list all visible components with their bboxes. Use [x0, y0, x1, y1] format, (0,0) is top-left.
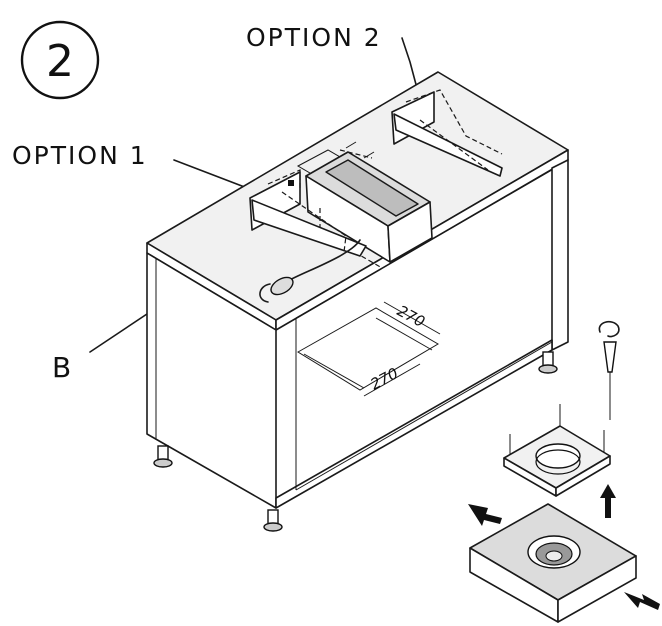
filter-plate — [503, 404, 611, 497]
cabinet-leg-back-right — [538, 351, 558, 374]
cutout-outline — [297, 307, 439, 391]
option-1-label: OPTION 1 — [12, 141, 148, 170]
fixing-screw — [598, 320, 620, 420]
cabinet-inner-top-line — [295, 169, 553, 319]
option-2-leader — [401, 37, 419, 93]
arrow-airflow-bottom-right — [624, 592, 660, 610]
option-1-bracket — [249, 169, 367, 257]
motor-box-side — [557, 555, 637, 623]
bracket-1-arm — [251, 199, 367, 257]
plug-body — [270, 276, 294, 296]
shelf-cutout: 270 270 — [297, 301, 441, 397]
cabinet-leg-front-right — [263, 509, 283, 532]
plate-collar — [535, 443, 581, 469]
part-b-label: B — [52, 351, 71, 384]
option-2-label: OPTION 2 — [246, 23, 382, 52]
option-2-bracket — [391, 89, 503, 177]
power-plug — [259, 239, 361, 303]
duct-side — [387, 201, 433, 263]
cutout-width-dimension: 270 — [394, 302, 428, 331]
screw-clip — [598, 320, 620, 338]
plate-side — [555, 455, 611, 497]
step-circle — [20, 20, 100, 100]
arrow-up — [600, 484, 616, 518]
step-badge: 2 — [20, 20, 100, 100]
cabinet-bottom-shelf — [275, 339, 553, 509]
cabinet-inner-floor-line — [295, 341, 553, 491]
duct-assembly — [305, 141, 433, 269]
arrow-airflow-left — [468, 504, 502, 526]
motor-box — [469, 503, 637, 623]
screw-head — [603, 341, 617, 373]
cabinet-right-panel — [551, 159, 569, 351]
power-cable — [285, 239, 361, 283]
plug-clip — [259, 283, 271, 303]
cabinet-leg-front-left — [153, 445, 173, 468]
step-number: 2 — [46, 36, 74, 87]
